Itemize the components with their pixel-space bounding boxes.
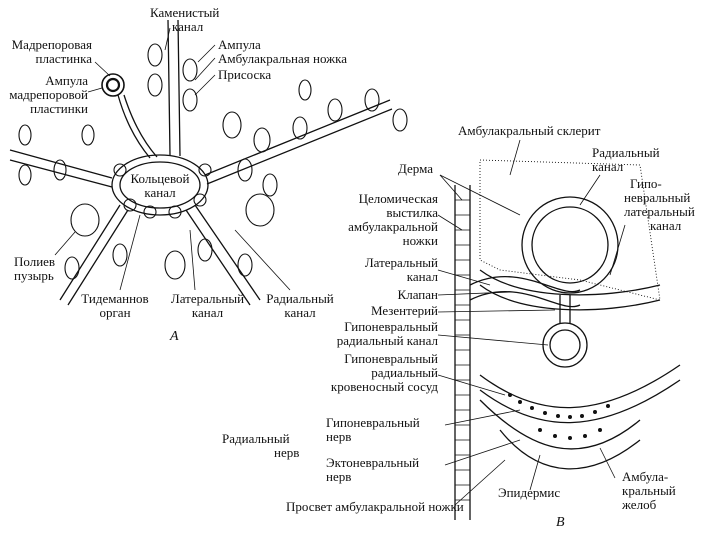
label-line: канал (172, 19, 204, 34)
label-stone-canal: Каменистый канал (150, 6, 219, 34)
tiedemann-bodies (113, 163, 212, 219)
label-line: Радиальный (222, 431, 290, 446)
label-line: Гипоневральный (326, 415, 420, 430)
label-line: кральный (622, 483, 676, 498)
label-madreporic-plate: Мадрепоровая пластинка (0, 38, 92, 66)
label-line: пластинка (35, 51, 92, 66)
label-line: Ампула (45, 73, 88, 88)
label-line: Кольцевой (130, 171, 190, 186)
label-hyponeural-nerve: Гипоневральный нерв (326, 416, 420, 444)
label-line: Радиальный (592, 145, 660, 160)
label-ectoneural-nerve: Эктоневральный нерв (326, 456, 419, 484)
label-line: желоб (622, 497, 657, 512)
label-hyponeural-lateral-canal: Гипо- невральный латеральный канал (624, 177, 695, 233)
label-polian-vesicle: Полиев пузырь (14, 255, 55, 283)
label-line: мадрепоровой (9, 87, 88, 102)
label-line: канал (650, 218, 682, 233)
label-lateral-canal-a: Латеральный канал (160, 292, 255, 320)
label-line: Амбула- (622, 469, 669, 484)
label-line: Гипоневральный (344, 351, 438, 366)
label-line: канал (284, 305, 316, 320)
madreporic-ampulla (101, 73, 125, 97)
nerve-dots (508, 393, 610, 440)
label-ampulla: Ампула (218, 37, 261, 52)
label-line: нерв (326, 469, 352, 484)
label-line: Радиальный (266, 291, 334, 306)
label-line: канал (406, 269, 438, 284)
label-line: Полиев (14, 254, 56, 269)
radial-canal-upper (167, 19, 181, 157)
label-line: нерв (274, 445, 300, 460)
label-sucker: Присоска (218, 67, 272, 82)
hyponeural-lateral-canal (479, 269, 661, 311)
panel-b-drawing (437, 139, 681, 520)
panel-a-leaders (54, 27, 291, 291)
epidermis-curve (499, 429, 641, 470)
label-tube-foot-lumen: Просвет амбулакральной ножки (286, 499, 464, 514)
mesentery (559, 295, 571, 323)
ring-canal-inner (119, 161, 201, 209)
panel-a-drawing (9, 19, 408, 306)
label-valve: Клапан (397, 287, 438, 302)
label-line: канал (144, 185, 176, 200)
label-line: Каменистый (150, 5, 220, 20)
label-radial-canal-a: Радиальный канал (255, 292, 345, 320)
ampullae-group (18, 43, 408, 280)
label-madreporic-ampulla: Ампула мадрепоровой пластинки (0, 74, 88, 116)
label-line: кровеносный сосуд (330, 379, 438, 394)
ring-canal (111, 154, 209, 216)
lateral-canal (469, 275, 581, 308)
label-hyponeural-radial-canal: Гипоневральный радиальный канал (300, 320, 438, 348)
radial-canal-lower-right (185, 204, 261, 306)
hyponeural-radial-canal (542, 322, 588, 368)
label-ambulacral-groove: Амбула- кральный желоб (622, 470, 676, 512)
label-line: радиальный (371, 365, 438, 380)
label-radial-canal-b: Радиальный канал (592, 146, 660, 174)
nerve-band (479, 364, 681, 424)
label-dermis: Дерма (398, 161, 434, 176)
label-line: выстилка (386, 205, 438, 220)
label-tiedemann-body: Тидеманнов орган (60, 292, 170, 320)
label-line: Тидеманнов (81, 291, 149, 306)
panel-b-letter: В (556, 515, 565, 530)
label-line: Гипо- (630, 176, 662, 191)
label-line: Гипоневральный (344, 319, 438, 334)
body-wall-left (454, 185, 471, 520)
label-line: Целомическая (358, 191, 438, 206)
label-line: пузырь (14, 268, 54, 283)
label-line: ножки (402, 233, 438, 248)
tube-foot-lumen-curve (479, 399, 641, 450)
label-lateral-canal-b: Латеральный канал (320, 256, 438, 284)
label-line: нерв (326, 429, 352, 444)
label-line: латеральный (624, 204, 695, 219)
label-ring-canal: Кольцевой канал (125, 172, 195, 200)
label-line: радиальный канал (336, 333, 438, 348)
label-line: невральный (624, 190, 691, 205)
stone-canal (117, 94, 158, 159)
label-line: Латеральный (364, 255, 438, 270)
label-line: канал (191, 305, 224, 320)
label-line: амбулакральной (348, 219, 438, 234)
panel-b-leaders (437, 139, 626, 506)
panel-a-letter: А (170, 329, 179, 344)
label-line: пластинки (30, 101, 88, 116)
label-line: Латеральный (170, 291, 245, 306)
label-hyponeural-vessel: Гипоневральный радиальный кровеносный со… (300, 352, 438, 394)
label-line: Мадрепоровая (11, 37, 92, 52)
label-ambulacral-sclerite: Амбулакральный склерит (458, 123, 601, 138)
label-line: Эктоневральный (326, 455, 420, 470)
label-mesentery: Мезентерий (370, 303, 438, 318)
label-coelomic-lining: Целомическая выстилка амбулакральной нож… (320, 192, 438, 248)
label-line: орган (99, 305, 131, 320)
radial-canal-ring (521, 196, 619, 294)
radial-canal-left (9, 149, 113, 188)
label-tube-foot: Амбулакральная ножка (218, 51, 347, 66)
label-radial-nerve: Радиальный нерв (222, 432, 299, 460)
radial-canal-lower-left (59, 204, 129, 306)
label-line: канал (592, 159, 624, 174)
label-epidermis: Эпидермис (498, 485, 561, 500)
